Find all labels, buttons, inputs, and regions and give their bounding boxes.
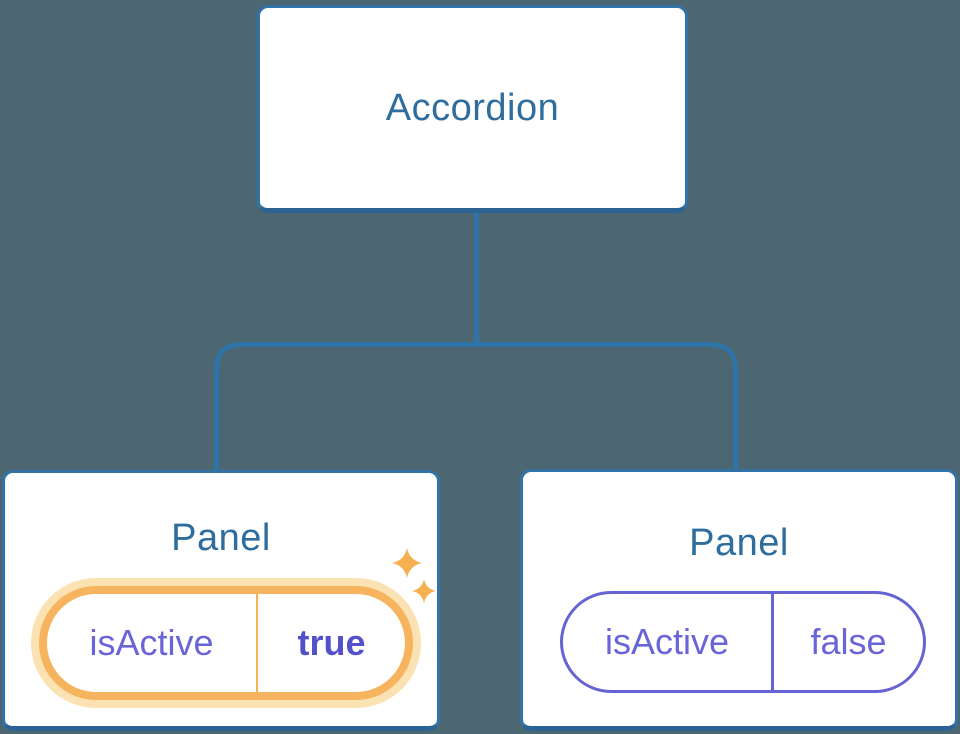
accordion-node: Accordion: [257, 5, 688, 213]
panel-node-active: Panel isActive true: [2, 470, 440, 731]
state-pill-active: isActive true: [39, 586, 413, 700]
state-value-label: false: [810, 621, 887, 662]
accordion-node-label: Accordion: [385, 86, 560, 129]
state-pill-inactive: isActive false: [560, 591, 926, 693]
panel-node-label: Panel: [689, 522, 789, 564]
sparkle-icon: [412, 579, 436, 603]
state-key-label: isActive: [563, 594, 774, 690]
sparkle-icon: [392, 548, 422, 578]
panel-node-inactive: Panel isActive false: [520, 469, 958, 731]
state-value-label: true: [297, 622, 366, 663]
panel-node-label: Panel: [171, 517, 271, 559]
state-key-label: isActive: [47, 594, 258, 692]
